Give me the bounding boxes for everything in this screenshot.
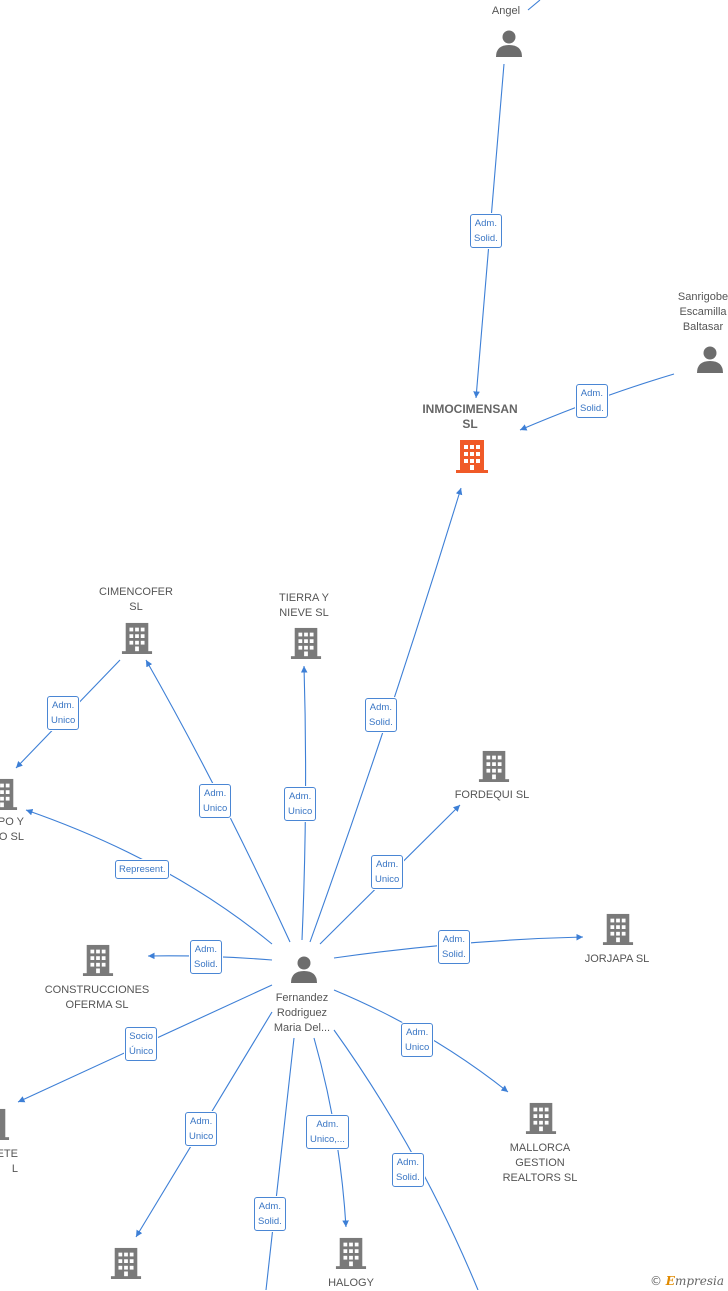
person-icon-angel xyxy=(496,30,522,57)
badge-fern-oferma[interactable]: Adm. Solid. xyxy=(190,940,222,974)
brand-name: mpresia xyxy=(674,1274,724,1288)
badge-angel-inmo[interactable]: Adm. Solid. xyxy=(470,214,502,248)
node-label-tierra[interactable]: TIERRA Y NIEVE SL xyxy=(279,592,329,619)
building-icon-ete xyxy=(0,1108,10,1140)
badge-sanri-inmo[interactable]: Adm. Solid. xyxy=(576,384,608,418)
badge-fern-jorjapa[interactable]: Adm. Solid. xyxy=(438,930,470,964)
watermark: © Empresia xyxy=(650,1274,724,1288)
node-label-cimencofer[interactable]: CIMENCOFER SL xyxy=(99,586,173,613)
building-icon-po-y xyxy=(0,778,18,810)
node-label-angel[interactable]: Angel xyxy=(491,5,521,17)
badge-fern-po[interactable]: Represent. xyxy=(115,860,170,879)
building-icon-fordequi xyxy=(478,750,510,782)
person-icon-sanrigobe xyxy=(697,346,723,373)
node-label-oferma[interactable]: CONSTRUCCIONES OFERMA SL xyxy=(44,984,150,1011)
badge-fern-ete[interactable]: Socio Único xyxy=(125,1027,158,1061)
node-label-sanrigobe[interactable]: Sanrigobe Escamilla Baltasar xyxy=(677,291,728,333)
building-icon-oferma xyxy=(82,944,114,976)
edge-fern-bottom xyxy=(265,1037,295,1290)
building-icon-bottom-left xyxy=(110,1247,142,1279)
badge-fern-fordequi[interactable]: Adm. Unico xyxy=(371,855,404,889)
building-icon-tierra xyxy=(290,627,322,659)
brand-initial: E xyxy=(665,1274,675,1288)
building-icon-jorjapa xyxy=(602,913,634,945)
badge-fern-bottom[interactable]: Adm. Solid. xyxy=(254,1197,286,1231)
badge-fern-halogy[interactable]: Adm. Unico,... xyxy=(306,1115,349,1149)
badge-fern-cimen[interactable]: Adm. Unico xyxy=(199,784,232,818)
node-label-ete[interactable]: ETE L xyxy=(0,1148,18,1175)
node-label-po-y[interactable]: PO Y O SL xyxy=(0,816,24,843)
person-icon-fernandez xyxy=(291,956,317,983)
badge-fern-inmo[interactable]: Adm. Solid. xyxy=(365,698,397,732)
building-icon-cimencofer xyxy=(121,622,153,654)
node-label-halogy[interactable]: HALOGY xyxy=(328,1277,374,1289)
badge-fern-bl[interactable]: Adm. Unico xyxy=(185,1112,218,1146)
badge-fern-mallorca[interactable]: Adm. Unico xyxy=(401,1023,434,1057)
edge-angel-offscreen xyxy=(527,0,541,11)
node-label-mallorca[interactable]: MALLORCA GESTION REALTORS SL xyxy=(502,1142,578,1184)
node-label-inmocimensan[interactable]: INMOCIMENSAN SL xyxy=(422,402,518,431)
copyright-symbol: © xyxy=(649,1274,662,1288)
node-label-jorjapa[interactable]: JORJAPA SL xyxy=(584,953,650,965)
node-label-fordequi[interactable]: FORDEQUI SL xyxy=(454,789,530,801)
building-icon-mallorca xyxy=(525,1102,557,1134)
building-icon-halogy xyxy=(335,1237,367,1269)
badge-fern-tierra[interactable]: Adm. Unico xyxy=(284,787,317,821)
node-label-fernandez[interactable]: Fernandez Rodriguez Maria Del... xyxy=(273,992,331,1034)
badge-cimen-po[interactable]: Adm. Unico xyxy=(47,696,80,730)
badge-fern-bottomright[interactable]: Adm. Solid. xyxy=(392,1153,424,1187)
building-icon-inmocimensan xyxy=(456,440,488,473)
